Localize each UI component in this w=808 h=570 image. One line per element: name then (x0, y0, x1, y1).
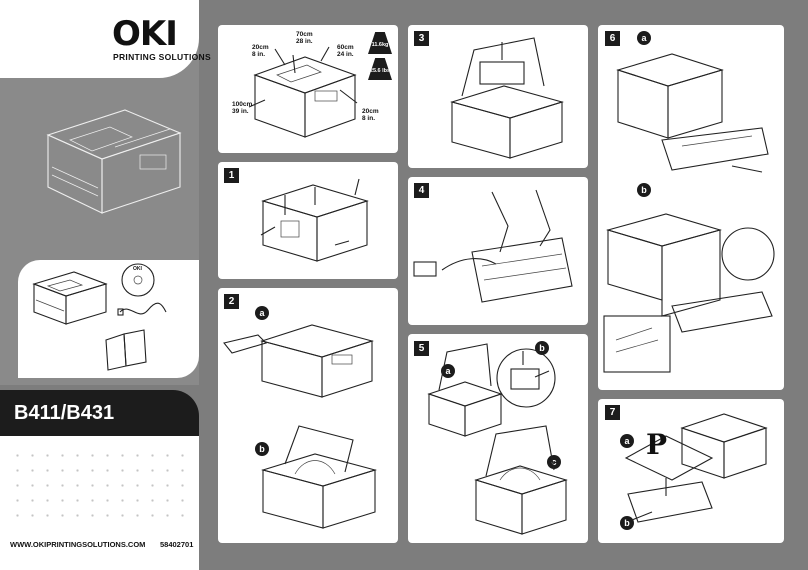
step-4-drawing (413, 189, 573, 303)
step-7b-label: b (620, 516, 634, 530)
paper-letter: P (646, 428, 668, 461)
step-6b-label: b (637, 183, 651, 197)
part-number: 58402701 (160, 540, 194, 549)
weight-kg-icon: 11.6kg (368, 32, 392, 54)
dim-top: 70cm 28 in. (296, 31, 313, 45)
cd-label: OKI (133, 266, 142, 272)
printer-illustration (46, 109, 182, 214)
step-2-number: 2 (224, 294, 239, 309)
step-2b-label: b (255, 442, 269, 456)
cd-icon (121, 263, 155, 297)
step-2a-drawing (223, 324, 374, 398)
panel-step-6 (598, 25, 784, 390)
step-1-number: 1 (224, 168, 239, 183)
model-name: B411/B431 (14, 402, 115, 424)
step-2b-drawing (261, 425, 377, 529)
panel-dimensions (218, 25, 398, 153)
panel-step-3 (408, 25, 588, 168)
logo-area (0, 0, 199, 78)
dot-pattern (10, 448, 196, 528)
panel-step-4 (408, 177, 588, 325)
dim-right-top: 60cm 24 in. (337, 44, 354, 58)
dim-left-top: 20cm 8 in. (252, 44, 269, 58)
step-6a-label: a (637, 31, 651, 45)
weight-lbs-icon: 25.6 lbs (368, 58, 392, 80)
small-printer-icon (32, 271, 108, 325)
step-5a-drawing (427, 343, 503, 437)
power-cable-icon (117, 302, 167, 316)
step-5-number: 5 (414, 341, 429, 356)
website-link[interactable]: WWW.OKIPRINTINGSOLUTIONS.COM (10, 540, 146, 549)
step-2a-label: a (255, 306, 269, 320)
panel-step-1 (218, 162, 398, 279)
step-5a-label: a (441, 364, 455, 378)
step-6a-drawing (616, 53, 769, 173)
step-7-number: 7 (605, 405, 620, 420)
step-7-drawing (624, 413, 768, 523)
step-6b-drawing (603, 213, 775, 373)
documents-icon (105, 329, 147, 371)
step-3-drawing (450, 37, 564, 159)
dimensions-printer-drawing (248, 46, 358, 138)
step-6-number: 6 (605, 31, 620, 46)
step-1-drawing (260, 178, 369, 262)
panel-step-2 (218, 288, 398, 543)
step-5c-label: c (547, 455, 561, 469)
step-4-number: 4 (414, 183, 429, 198)
step-5b-zoom-drawing (496, 348, 556, 408)
logo-tagline: PRINTING SOLUTIONS (113, 52, 211, 62)
dim-right-bottom: 20cm 8 in. (362, 108, 379, 122)
step-5c-drawing (474, 425, 568, 535)
model-bar (0, 390, 199, 436)
step-3-number: 3 (414, 31, 429, 46)
step-7a-label: a (620, 434, 634, 448)
oki-logo: OKI (112, 14, 178, 54)
dim-left-bottom: 100cm 39 in. (232, 101, 253, 115)
